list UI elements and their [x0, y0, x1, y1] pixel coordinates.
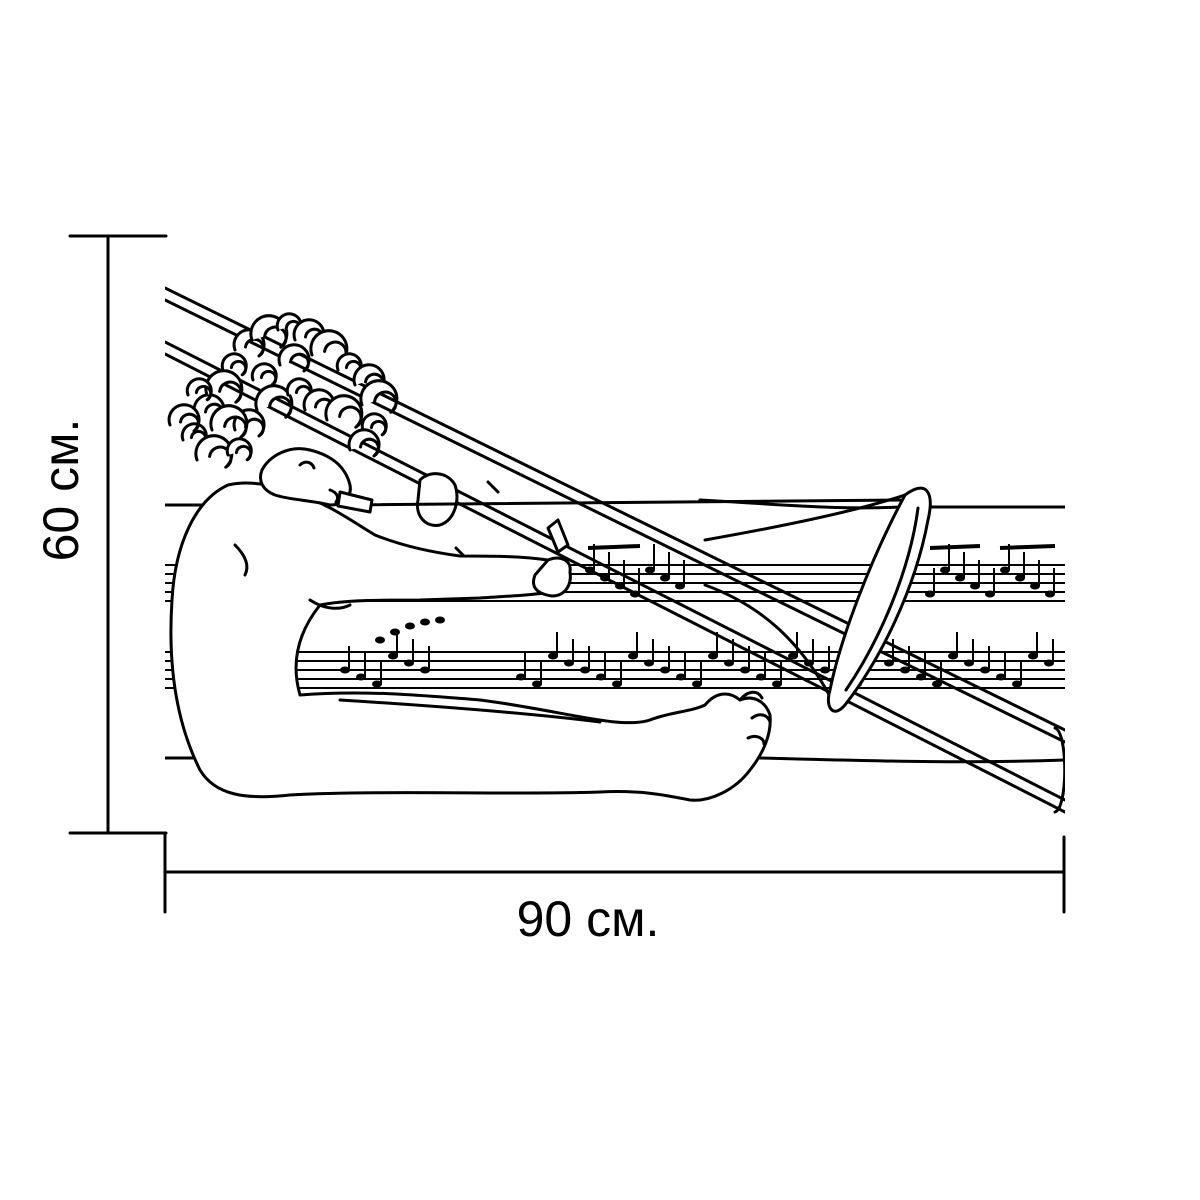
note-head [516, 673, 526, 681]
height-dimension-marker [68, 234, 168, 835]
hair-curl [194, 434, 234, 469]
note-head [772, 680, 782, 688]
hair-curl [204, 369, 244, 404]
note-head [405, 622, 415, 630]
note-head [964, 659, 974, 667]
note-head [1012, 680, 1022, 688]
note-head [708, 652, 718, 660]
hair-curl [250, 362, 278, 387]
note-head [644, 659, 654, 667]
note-head [564, 659, 574, 667]
curly-hair [167, 312, 399, 469]
note-head [980, 666, 990, 674]
hair-curl [209, 404, 249, 439]
note-head [900, 666, 910, 674]
note-beam [929, 544, 981, 550]
trombone-mouthpiece [336, 490, 374, 514]
cherub-body [169, 472, 772, 802]
hair-curl [277, 343, 311, 373]
note-head [985, 590, 995, 598]
note-head [532, 680, 542, 688]
note-head [955, 574, 965, 582]
note-head [660, 574, 670, 582]
hair-curl [167, 403, 201, 433]
note-head [1028, 652, 1038, 660]
trombone-bell [703, 486, 932, 713]
note-head [372, 680, 382, 688]
note-head [420, 666, 430, 674]
note-head [676, 673, 686, 681]
note-beam [999, 544, 1056, 550]
note-head [596, 673, 606, 681]
note-head [996, 673, 1006, 681]
note-head [340, 666, 350, 674]
note-head [724, 659, 734, 667]
note-head [970, 582, 980, 590]
note-head [932, 680, 942, 688]
note-head [548, 652, 558, 660]
note-head [375, 636, 385, 644]
note-head [820, 666, 830, 674]
height-label: 60 см. [33, 419, 89, 562]
note-head [940, 566, 950, 574]
note-head [925, 590, 935, 598]
note-head [612, 680, 622, 688]
hair-curl [254, 384, 294, 419]
hair-curl [185, 377, 213, 402]
hair-curl [324, 394, 364, 429]
note-head [420, 618, 430, 626]
note-head [1000, 566, 1010, 574]
note-head [390, 628, 400, 636]
note-head [692, 680, 702, 688]
note-head [756, 673, 766, 681]
note-head [916, 673, 926, 681]
note-head [788, 652, 798, 660]
width-label: 90 см. [517, 891, 660, 947]
artwork-illustration [165, 286, 1065, 814]
note-head [948, 652, 958, 660]
note-head [740, 666, 750, 674]
hair-curl [225, 437, 253, 462]
note-head [1030, 582, 1040, 590]
note-head [1044, 659, 1054, 667]
hair-curl [220, 352, 248, 377]
note-head [404, 659, 414, 667]
trombone-front-tubes [338, 480, 902, 558]
hair-curl [359, 379, 399, 414]
note-head [1015, 574, 1025, 582]
note-head [435, 616, 445, 624]
width-dimension-marker [163, 831, 1066, 914]
note-head [628, 652, 638, 660]
hair-curl [347, 428, 381, 458]
note-head [675, 582, 685, 590]
note-head [884, 659, 894, 667]
note-head [580, 666, 590, 674]
note-head [356, 673, 366, 681]
note-head [388, 652, 398, 660]
trombone-slide [165, 286, 1065, 814]
note-head [1045, 590, 1055, 598]
hair-curl [360, 412, 388, 437]
note-head [660, 666, 670, 674]
note-beam [587, 544, 641, 550]
note-head [645, 566, 655, 574]
